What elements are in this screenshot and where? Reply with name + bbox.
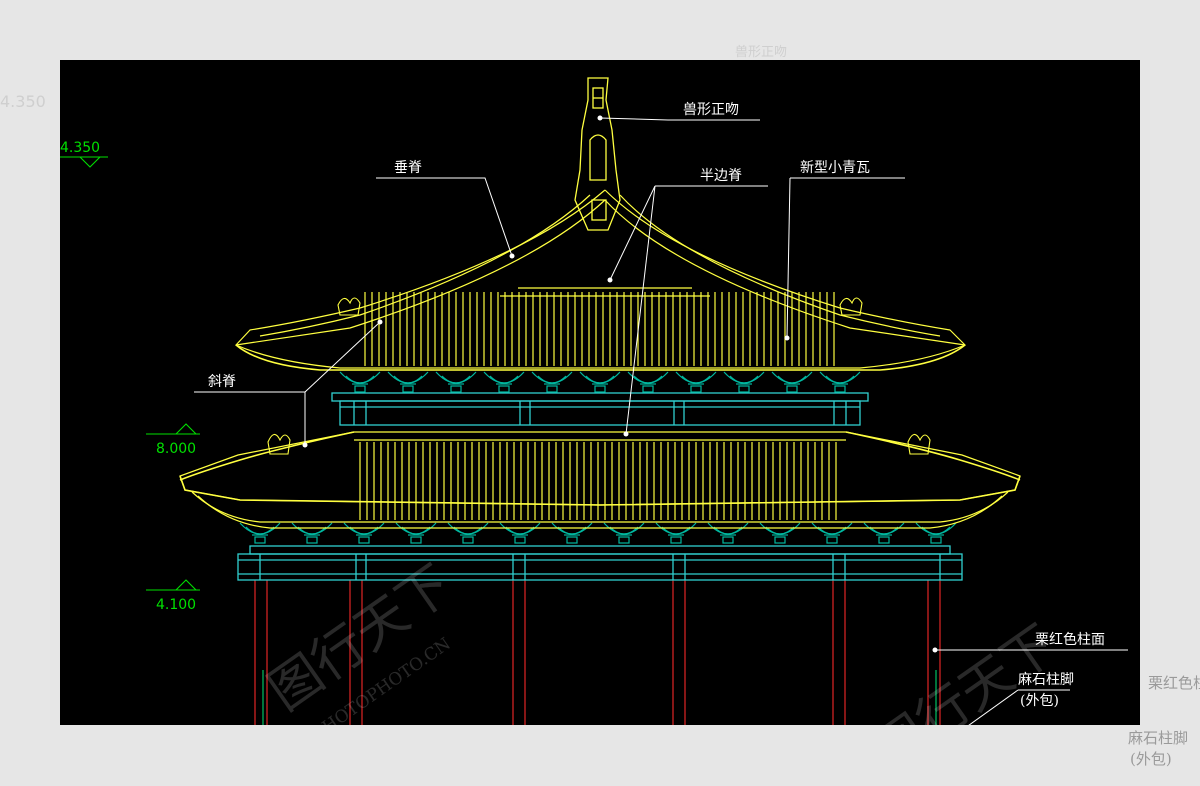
leader-lines bbox=[194, 117, 1128, 725]
leader-dots bbox=[302, 115, 938, 653]
bracket-set bbox=[811, 522, 853, 544]
upper-brackets bbox=[339, 371, 861, 393]
label-vertical-ridge: 垂脊 bbox=[394, 160, 422, 176]
bracket-set bbox=[603, 522, 645, 544]
bracket-set bbox=[675, 371, 717, 393]
bg-top-center-text: 兽形正吻 bbox=[735, 45, 788, 60]
ridge-ornament bbox=[574, 77, 621, 231]
label-tiles: 新型小青瓦 bbox=[800, 160, 870, 176]
bracket-set bbox=[771, 371, 813, 393]
bracket-set bbox=[499, 522, 541, 544]
bg-level-text: 4.350 bbox=[0, 92, 46, 111]
lower-roof-tile-ribs bbox=[359, 442, 837, 520]
label-half-ridge: 半边脊 bbox=[700, 168, 742, 184]
ridge-beast-figures bbox=[267, 297, 931, 455]
upper-roof bbox=[234, 189, 967, 371]
bg-right-label-3: (外包) bbox=[1130, 750, 1172, 768]
bracket-set bbox=[339, 371, 381, 393]
columns bbox=[254, 580, 941, 725]
cad-drawing-canvas: 4.350 8.000 4.100 兽形正吻 垂脊 半边脊 新型小青瓦 斜脊 栗… bbox=[60, 60, 1140, 725]
bracket-set bbox=[387, 371, 429, 393]
bracket-set bbox=[239, 522, 281, 544]
lower-beam bbox=[237, 545, 963, 581]
bracket-set bbox=[655, 522, 697, 544]
bracket-set bbox=[863, 522, 905, 544]
bracket-set bbox=[551, 522, 593, 544]
upper-beam bbox=[331, 392, 869, 426]
bracket-set bbox=[707, 522, 749, 544]
pavilion-elevation-drawing: 4.350 8.000 4.100 兽形正吻 垂脊 半边脊 新型小青瓦 斜脊 栗… bbox=[60, 77, 1128, 725]
label-oblique-ridge: 斜脊 bbox=[208, 374, 236, 390]
lower-roof-oblique-ridges bbox=[179, 431, 1021, 481]
lower-roof bbox=[179, 431, 1021, 529]
label-ridge-ornament: 兽形正吻 bbox=[683, 102, 739, 118]
bracket-set bbox=[395, 522, 437, 544]
bracket-set bbox=[759, 522, 801, 544]
bracket-set bbox=[819, 371, 861, 393]
label-stone-base: 麻石柱脚 bbox=[1018, 672, 1074, 688]
bracket-set bbox=[915, 522, 957, 544]
level-value-c: 4.100 bbox=[156, 597, 196, 613]
bracket-set bbox=[291, 522, 333, 544]
bracket-set bbox=[627, 371, 669, 393]
bracket-set bbox=[435, 371, 477, 393]
bg-right-label: 栗红色柱 bbox=[1148, 674, 1200, 692]
level-value-a: 4.350 bbox=[60, 140, 100, 156]
column-base-lines bbox=[262, 670, 937, 725]
label-stone-base-note: (外包) bbox=[1020, 693, 1059, 709]
lower-brackets bbox=[239, 522, 957, 544]
level-markers bbox=[60, 156, 200, 591]
bracket-set bbox=[531, 371, 573, 393]
bracket-set bbox=[483, 371, 525, 393]
upper-roof-tile-ribs bbox=[364, 292, 835, 366]
bracket-set bbox=[723, 371, 765, 393]
bracket-set bbox=[343, 522, 385, 544]
bracket-set bbox=[579, 371, 621, 393]
label-column-face: 栗红色柱面 bbox=[1035, 631, 1105, 648]
level-value-b: 8.000 bbox=[156, 441, 196, 457]
bg-right-label-2: 麻石柱脚 bbox=[1128, 729, 1189, 747]
bracket-set bbox=[447, 522, 489, 544]
